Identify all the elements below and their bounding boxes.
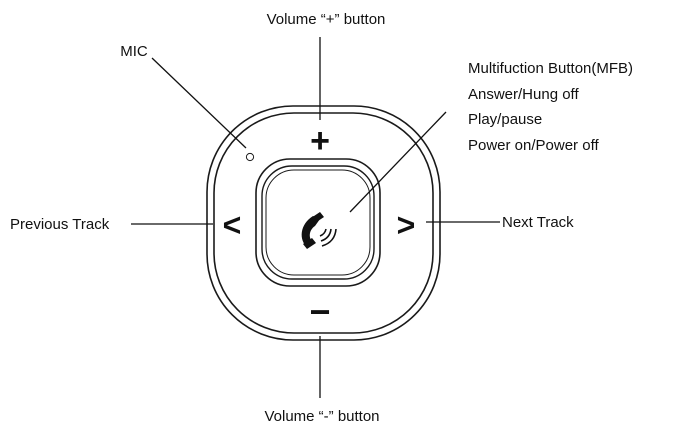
next-track-symbol[interactable]: > [397,207,416,243]
mfb-face [265,169,371,276]
device-outer-outline [206,105,441,341]
device-body [206,105,441,341]
leader-lines [131,37,500,398]
mfb-outer-ring [255,158,381,287]
mic-leader [151,57,247,149]
mfb-leader [349,111,447,213]
mfb-power-label: Power on/Power off [468,137,599,154]
mic-label: MIC [120,43,148,60]
multifunction-button[interactable] [255,158,381,287]
device-inner-outline [213,112,434,334]
mfb-answer-label: Answer/Hung off [468,86,579,103]
volume-up-symbol[interactable]: + [310,122,330,160]
phone-icon [301,212,337,249]
mfb-title-label: Multifuction Button(MFB) [468,60,633,77]
mfb-play-label: Play/pause [468,111,542,128]
previous-track-symbol[interactable]: < [223,207,242,243]
previous-track-label: Previous Track [10,216,110,233]
volume-down-symbol[interactable]: − [309,291,330,332]
volume-up-label: Volume “+” button [267,11,386,28]
next-track-label: Next Track [502,214,574,231]
mic-hole [245,152,255,162]
volume-down-label: Volume “-” button [264,408,379,425]
mfb-inner-ring [261,165,375,280]
